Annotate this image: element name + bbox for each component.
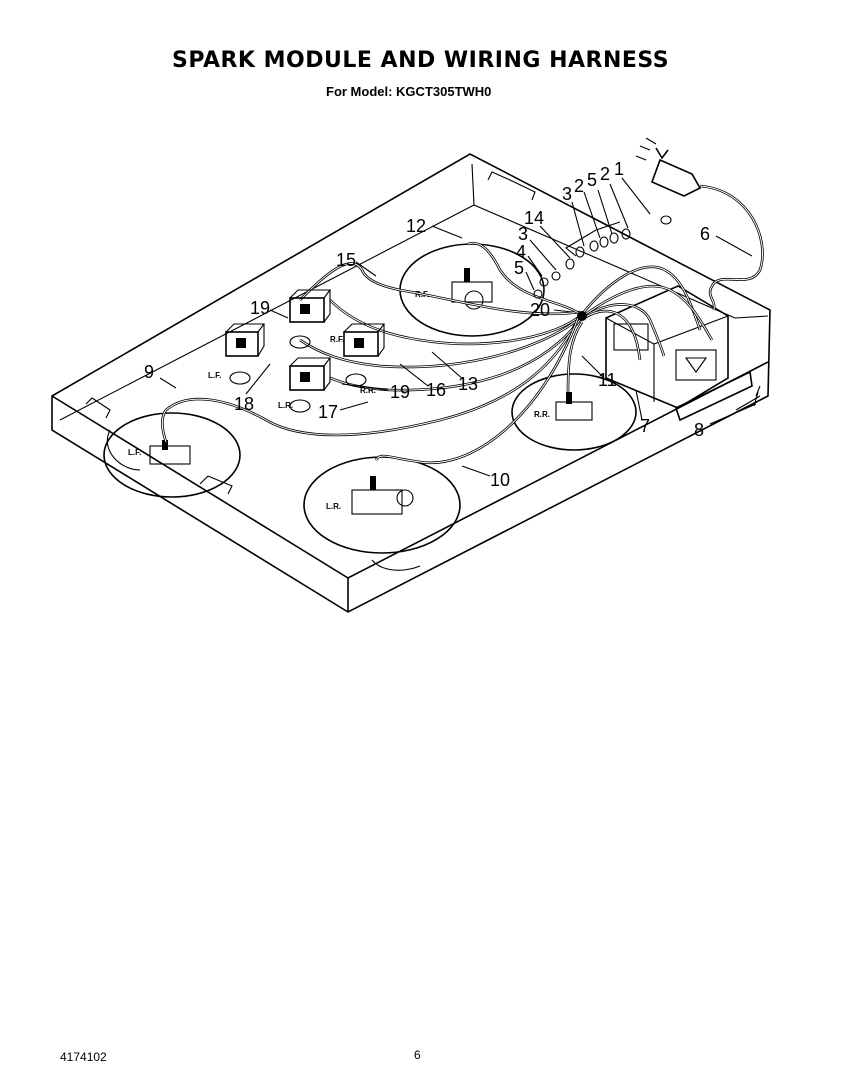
switch-tag-lf: L.F.	[208, 371, 221, 380]
callout-3a: 3	[562, 184, 572, 204]
cooktop-pan	[51, 153, 771, 613]
callout-5b: 5	[514, 258, 524, 278]
power-cord	[635, 137, 764, 311]
model-line: For Model: KGCT305TWH0	[326, 84, 492, 99]
switch-tag-rr: R.R.	[360, 386, 376, 395]
switch-left-front: L.F.	[208, 323, 266, 385]
callout-17: 17	[318, 402, 338, 422]
callout-19b: 19	[390, 382, 410, 402]
switch-tag-lr: L.R.	[278, 401, 293, 410]
callout-2b: 2	[574, 176, 584, 196]
callout-20: 20	[530, 300, 550, 320]
hardware-stack	[533, 215, 672, 299]
callout-15: 15	[336, 250, 356, 270]
page-number: 6	[414, 1048, 421, 1062]
callout-3b: 3	[518, 224, 528, 244]
leader-lines	[159, 177, 757, 477]
callout-labels: 1 2 5 2 3 14 3 4 5 12 6 15 20 19 9 18 17…	[144, 159, 710, 490]
callout-19a: 19	[250, 298, 270, 318]
burner-tag-rr: R.R.	[534, 410, 550, 419]
callout-16: 16	[426, 380, 446, 400]
callout-6: 6	[700, 224, 710, 244]
burner-left-rear: L.R.	[303, 456, 461, 554]
callout-8: 8	[694, 420, 704, 440]
document-code: 4174102	[60, 1050, 107, 1064]
callout-11: 11	[598, 370, 617, 390]
switch-right-rear: R.R.	[343, 323, 386, 395]
callout-18: 18	[234, 394, 254, 414]
callout-7: 7	[640, 416, 650, 436]
callout-13: 13	[458, 374, 478, 394]
callout-2a: 2	[600, 164, 610, 184]
callout-10: 10	[490, 470, 510, 490]
switch-left-rear: L.R.	[278, 357, 332, 413]
callout-1: 1	[614, 159, 624, 179]
callout-12: 12	[406, 216, 426, 236]
page-title: SPARK MODULE AND WIRING HARNESS	[172, 48, 670, 73]
burner-tag-lf: L.F.	[128, 448, 141, 457]
callout-9: 9	[144, 362, 154, 382]
callout-4: 4	[516, 242, 526, 262]
switch-tag-rf: R.F.	[330, 335, 344, 344]
burner-right-rear: R.R.	[511, 373, 637, 451]
switch-right-front: R.F.	[289, 289, 344, 349]
callout-5a: 5	[587, 170, 597, 190]
burner-tag-lr: L.R.	[326, 502, 341, 511]
callout-14: 14	[524, 208, 544, 228]
module-bracket	[675, 370, 761, 422]
burner-left-front: L.F.	[103, 412, 241, 498]
